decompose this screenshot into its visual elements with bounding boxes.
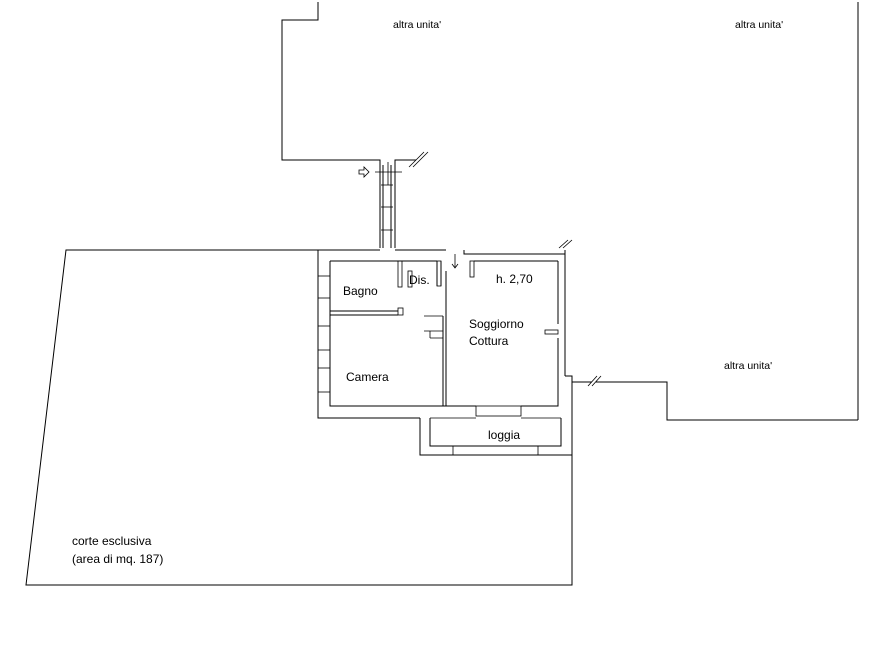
courtyard-outline bbox=[25, 249, 573, 586]
room-label-camera: Camera bbox=[346, 370, 389, 384]
entry-arrow-icon bbox=[451, 254, 459, 269]
room-label-cottura: Cottura bbox=[469, 334, 509, 348]
other-unit-label-top-right: altra unita' bbox=[735, 19, 783, 31]
neighbour-unit-outline bbox=[281, 2, 859, 421]
entrance-passage bbox=[375, 162, 402, 248]
other-unit-label-top-left: altra unita' bbox=[393, 19, 441, 31]
entrance-arrow-icon bbox=[358, 166, 370, 178]
apartment-walls bbox=[317, 239, 602, 419]
courtyard-label-line2: (area di mq. 187) bbox=[72, 552, 163, 566]
other-unit-label-right: altra unita' bbox=[724, 360, 772, 372]
courtyard-label-line1: corte esclusiva bbox=[72, 534, 152, 548]
room-label-bagno: Bagno bbox=[343, 284, 378, 298]
loggia-outline bbox=[419, 417, 573, 456]
ceiling-height-label: h. 2,70 bbox=[496, 272, 533, 286]
room-label-soggiorno: Soggiorno bbox=[469, 317, 524, 331]
room-label-dis: Dis. bbox=[409, 273, 430, 287]
room-label-loggia: loggia bbox=[488, 428, 520, 442]
